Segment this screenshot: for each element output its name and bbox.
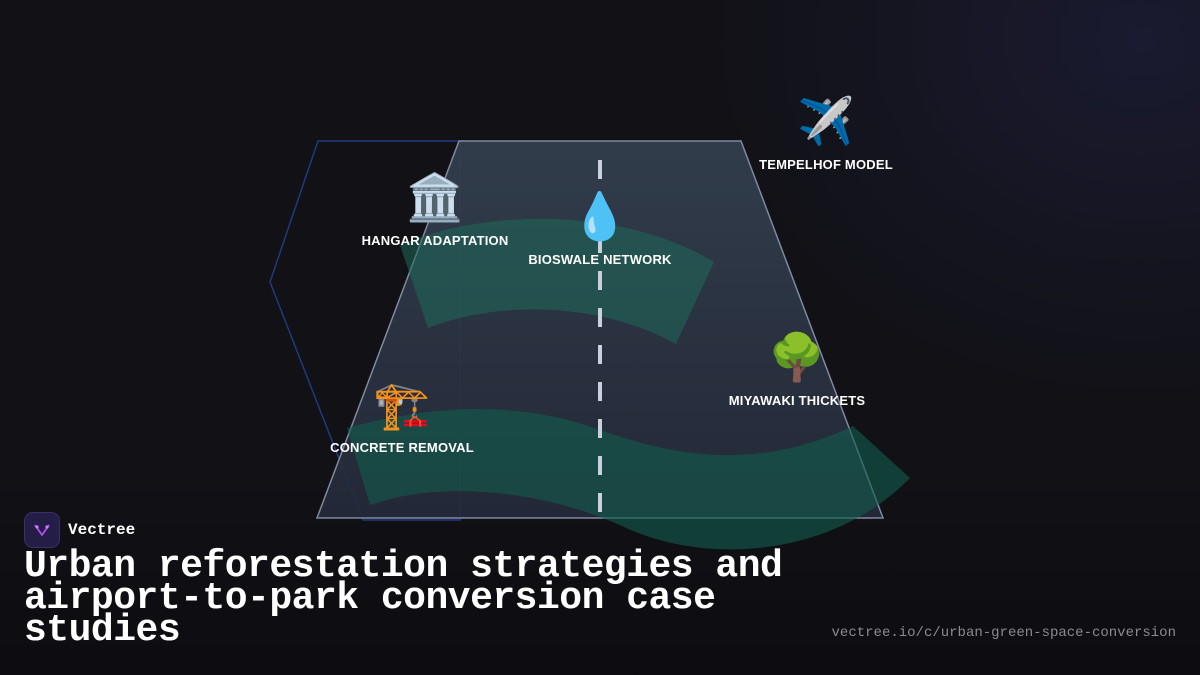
bioswale-network-label: BIOSWALE NETWORK <box>528 252 672 267</box>
page-title: Urban reforestation strategies and airpo… <box>24 545 783 652</box>
green-band-lower <box>347 409 910 550</box>
page-url[interactable]: vectree.io/c/urban-green-space-conversio… <box>831 625 1176 641</box>
hangar-adaptation-label: HANGAR ADAPTATION <box>361 233 509 248</box>
brand: Vectree <box>24 512 135 548</box>
tempelhof-model-label: TEMPELHOF MODEL <box>759 157 893 172</box>
tree-icon: 🌳 <box>768 330 826 384</box>
airplane-icon: ✈️ <box>797 94 855 148</box>
water-drop-icon: 💧 <box>571 189 629 243</box>
construction-crane-icon: 🏗️ <box>373 378 431 432</box>
green-band-upper <box>400 218 714 344</box>
brand-name: Vectree <box>68 521 136 539</box>
vectree-logo-icon <box>24 512 60 548</box>
concrete-removal-label: CONCRETE REMOVAL <box>330 440 474 455</box>
classical-building-icon: 🏛️ <box>406 170 464 224</box>
miyawaki-thickets-label: MIYAWAKI THICKETS <box>728 393 866 408</box>
